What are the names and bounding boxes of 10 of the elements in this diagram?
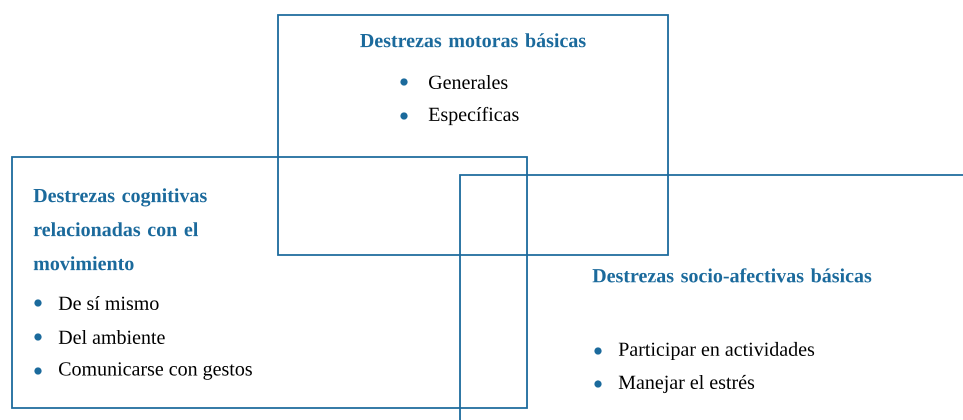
heading: Destrezas cognitivas relacionadas con el movimiento <box>34 188 207 270</box>
list-item: Manejar el estrés <box>618 374 754 394</box>
list-item: Comunicarse con gestos <box>59 362 252 380</box>
heading: Destrezas socio-afectivas básicas <box>592 268 872 282</box>
list-item: Generales <box>429 74 508 90</box>
list-item: Participar en actividades <box>618 342 814 360</box>
list-item: De sí mismo <box>58 296 159 310</box>
heading: Destrezas motoras básicas <box>360 33 586 48</box>
list-item: Del ambiente <box>58 330 165 344</box>
list-item: Específicas <box>428 106 519 126</box>
